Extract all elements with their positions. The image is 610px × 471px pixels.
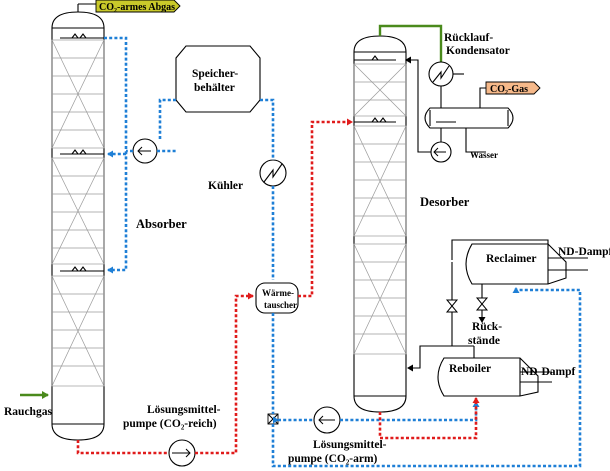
reflux-condenser-label-1: Rücklauf- xyxy=(444,32,493,44)
residue-label-1: Rück- xyxy=(472,321,502,333)
lean-offgas-label: CO₂-armes Abgas xyxy=(99,2,175,13)
reboiler-steam-label: ND-Dampf xyxy=(521,366,575,378)
reflux-drum xyxy=(424,87,514,153)
desorber-label: Desorber xyxy=(420,195,470,209)
cooler xyxy=(259,159,287,187)
overhead-line xyxy=(378,24,443,62)
storage-tank-label-2: behälter xyxy=(194,82,235,94)
heat-exchanger-label-2: tauscher xyxy=(264,300,297,310)
residue-label-2: stände xyxy=(468,335,500,347)
absorber-label: Absorber xyxy=(136,217,187,231)
reclaimer-piping xyxy=(407,239,549,372)
reflux-pump xyxy=(405,56,452,163)
storage-tank-label-1: Speicher- xyxy=(192,68,238,80)
lean-pump-label-2: pumpe (CO₂-arm) xyxy=(288,453,378,465)
heat-exchanger-label-1: Wärme- xyxy=(262,288,294,298)
co2-gas-tag: CO₂-Gas xyxy=(485,81,541,95)
rich-solvent-pump xyxy=(168,439,196,467)
reclaimer: Reclaimer ND-Dampf xyxy=(465,243,610,285)
reclaimer-steam-label: ND-Dampf xyxy=(558,246,610,258)
rich-pump-label-2: pumpe (CO₂-reich) xyxy=(123,418,217,430)
cooler-label: Kühler xyxy=(208,180,243,192)
reflux-condenser-label-2: Kondensator xyxy=(446,45,510,57)
storage-tank: Speicher- behälter xyxy=(175,45,261,113)
absorber-circulation-pump xyxy=(132,138,158,164)
lean-pump-label-1: Lösungsmittel- xyxy=(313,439,387,451)
flue-gas-inlet: Rauchgas xyxy=(4,391,52,418)
co2-gas-label: CO₂-Gas xyxy=(490,84,528,95)
lean-offgas-tag: CO₂-armes Abgas xyxy=(78,0,181,13)
heat-exchanger: Wärme- tauscher xyxy=(255,282,299,314)
lean-solvent-pump xyxy=(313,406,341,434)
water-label: Wasser xyxy=(470,150,498,160)
reclaimer-label: Reclaimer xyxy=(486,253,536,265)
desorber-column xyxy=(353,35,407,413)
absorber-column xyxy=(51,4,105,441)
reflux-condenser xyxy=(428,61,464,108)
reboiler: Reboiler ND-Dampf xyxy=(437,357,575,397)
flue-gas-label: Rauchgas xyxy=(4,406,52,418)
lean-line-valve xyxy=(267,413,279,425)
reboiler-label: Reboiler xyxy=(449,363,491,375)
rich-solvent-lines xyxy=(76,118,480,455)
rich-pump-label-1: Lösungsmittel- xyxy=(147,404,221,416)
